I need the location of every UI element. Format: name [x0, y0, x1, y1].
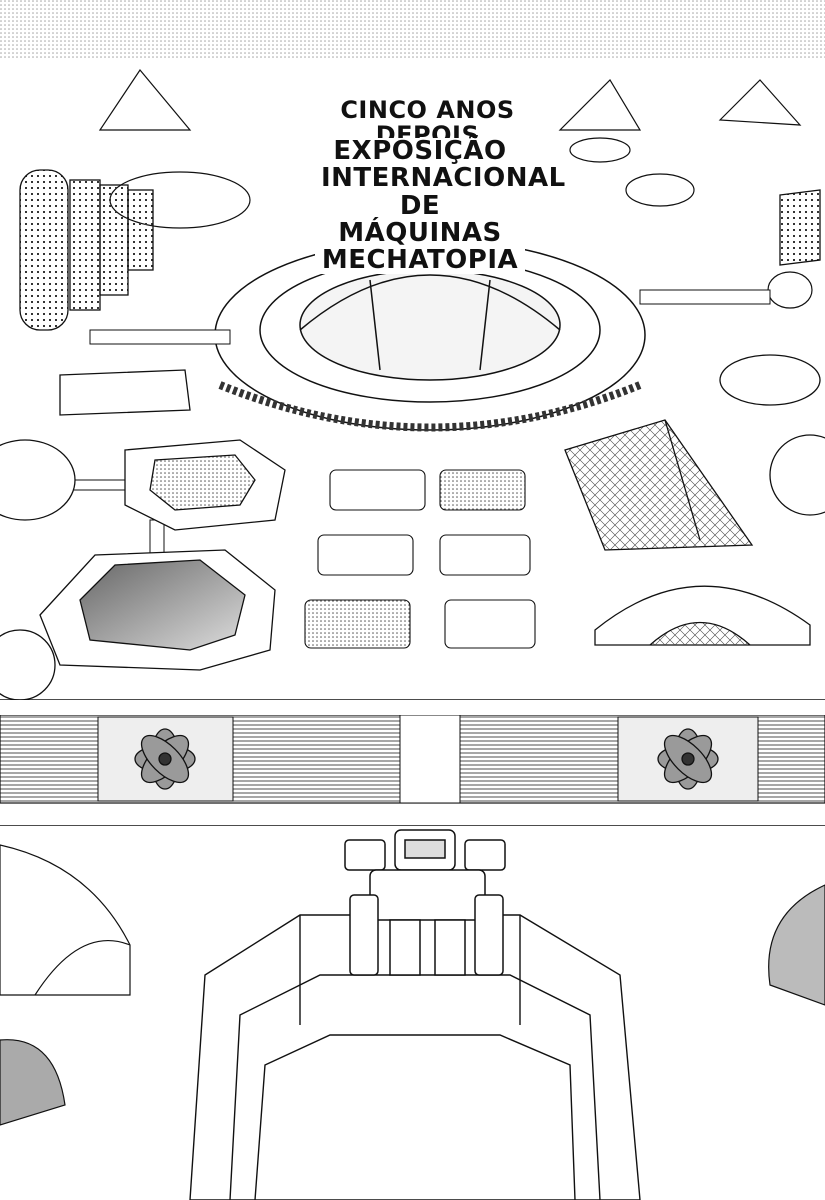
- right-pavilions: [594, 189, 825, 646]
- flower-garden-right: [617, 716, 759, 802]
- panel-top-art: [0, 0, 825, 700]
- center-stairway: [399, 715, 461, 804]
- panel-bottom-art: [0, 825, 825, 1200]
- event-caption-line-1: EXPOSIÇÃO: [315, 137, 525, 166]
- robot-pedestal: [189, 914, 641, 1200]
- event-caption-line-4: MECHATOPIA: [315, 246, 525, 275]
- walkways: [39, 289, 771, 561]
- giant-robot-statue: [344, 829, 506, 976]
- flower-garden-left: [97, 716, 234, 802]
- event-caption-box: EXPOSIÇÃO INTERNACIONAL DE MÁQUINAS MECH…: [315, 137, 565, 275]
- side-domes: [0, 844, 825, 1126]
- cylinder-towers: [19, 169, 154, 331]
- panel-middle-art: [0, 715, 825, 804]
- event-caption-line-3: DE MÁQUINAS: [315, 192, 525, 248]
- small-halls-grid: [304, 469, 536, 649]
- octagon-pavilions: [0, 369, 286, 700]
- sky-texture: [0, 0, 825, 60]
- glass-pyramid: [564, 419, 754, 551]
- event-caption-line-2: INTERNACIONAL: [315, 164, 565, 193]
